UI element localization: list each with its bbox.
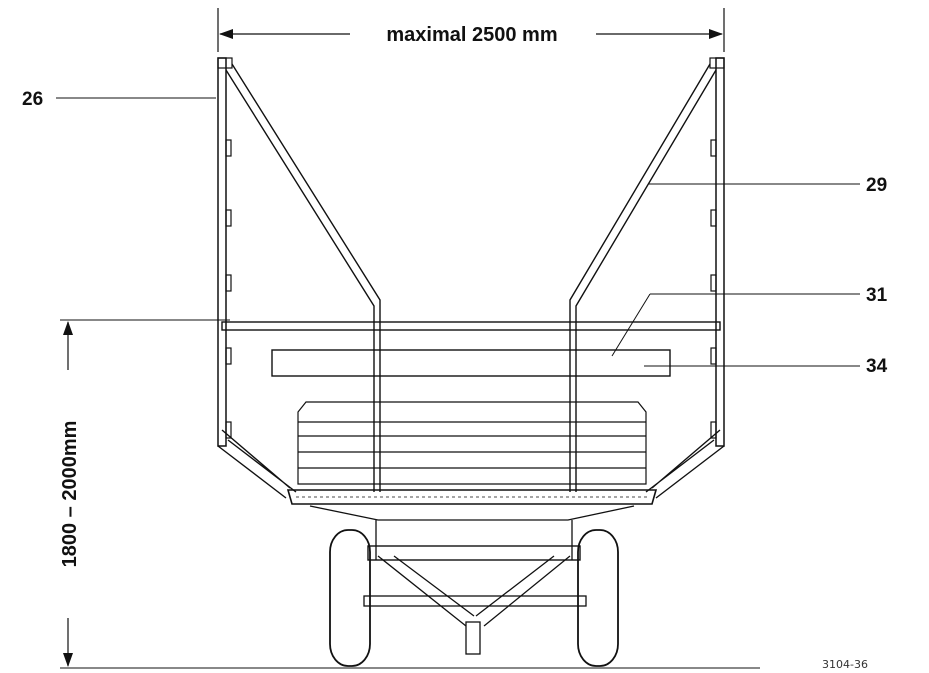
platform: [286, 489, 658, 505]
right-diagonal-strut: [569, 63, 717, 492]
cross-bar: [221, 321, 721, 331]
axle-beam: [367, 545, 581, 561]
left-side-post: [217, 57, 227, 447]
right-side-post: [715, 57, 725, 447]
figure-reference: 3104-36: [822, 658, 868, 671]
left-diagonal-strut: [225, 63, 381, 492]
height-label: 1800 – 2000mm: [59, 421, 81, 568]
cross-board: [271, 349, 671, 377]
trailer-frame: [217, 57, 725, 667]
left-corner-brace: [217, 429, 297, 499]
hitch: [465, 621, 481, 655]
width-dimension: maximal 2500 mm: [217, 8, 725, 52]
height-dimension: 1800 – 2000mm: [59, 319, 760, 669]
drawbar: [377, 555, 571, 627]
chassis: [309, 505, 635, 560]
load-stack: [297, 401, 647, 485]
callout-31: 31: [866, 285, 888, 306]
left-wheel: [329, 529, 371, 667]
right-corner-brace: [645, 429, 725, 499]
callout-34: 34: [866, 356, 888, 377]
right-wheel: [577, 529, 619, 667]
post-brackets: [225, 139, 717, 439]
callout-26: 26: [22, 89, 43, 110]
callouts: 26 29 31 34: [22, 89, 888, 377]
width-label: maximal 2500 mm: [386, 24, 557, 46]
callout-29: 29: [866, 175, 887, 196]
